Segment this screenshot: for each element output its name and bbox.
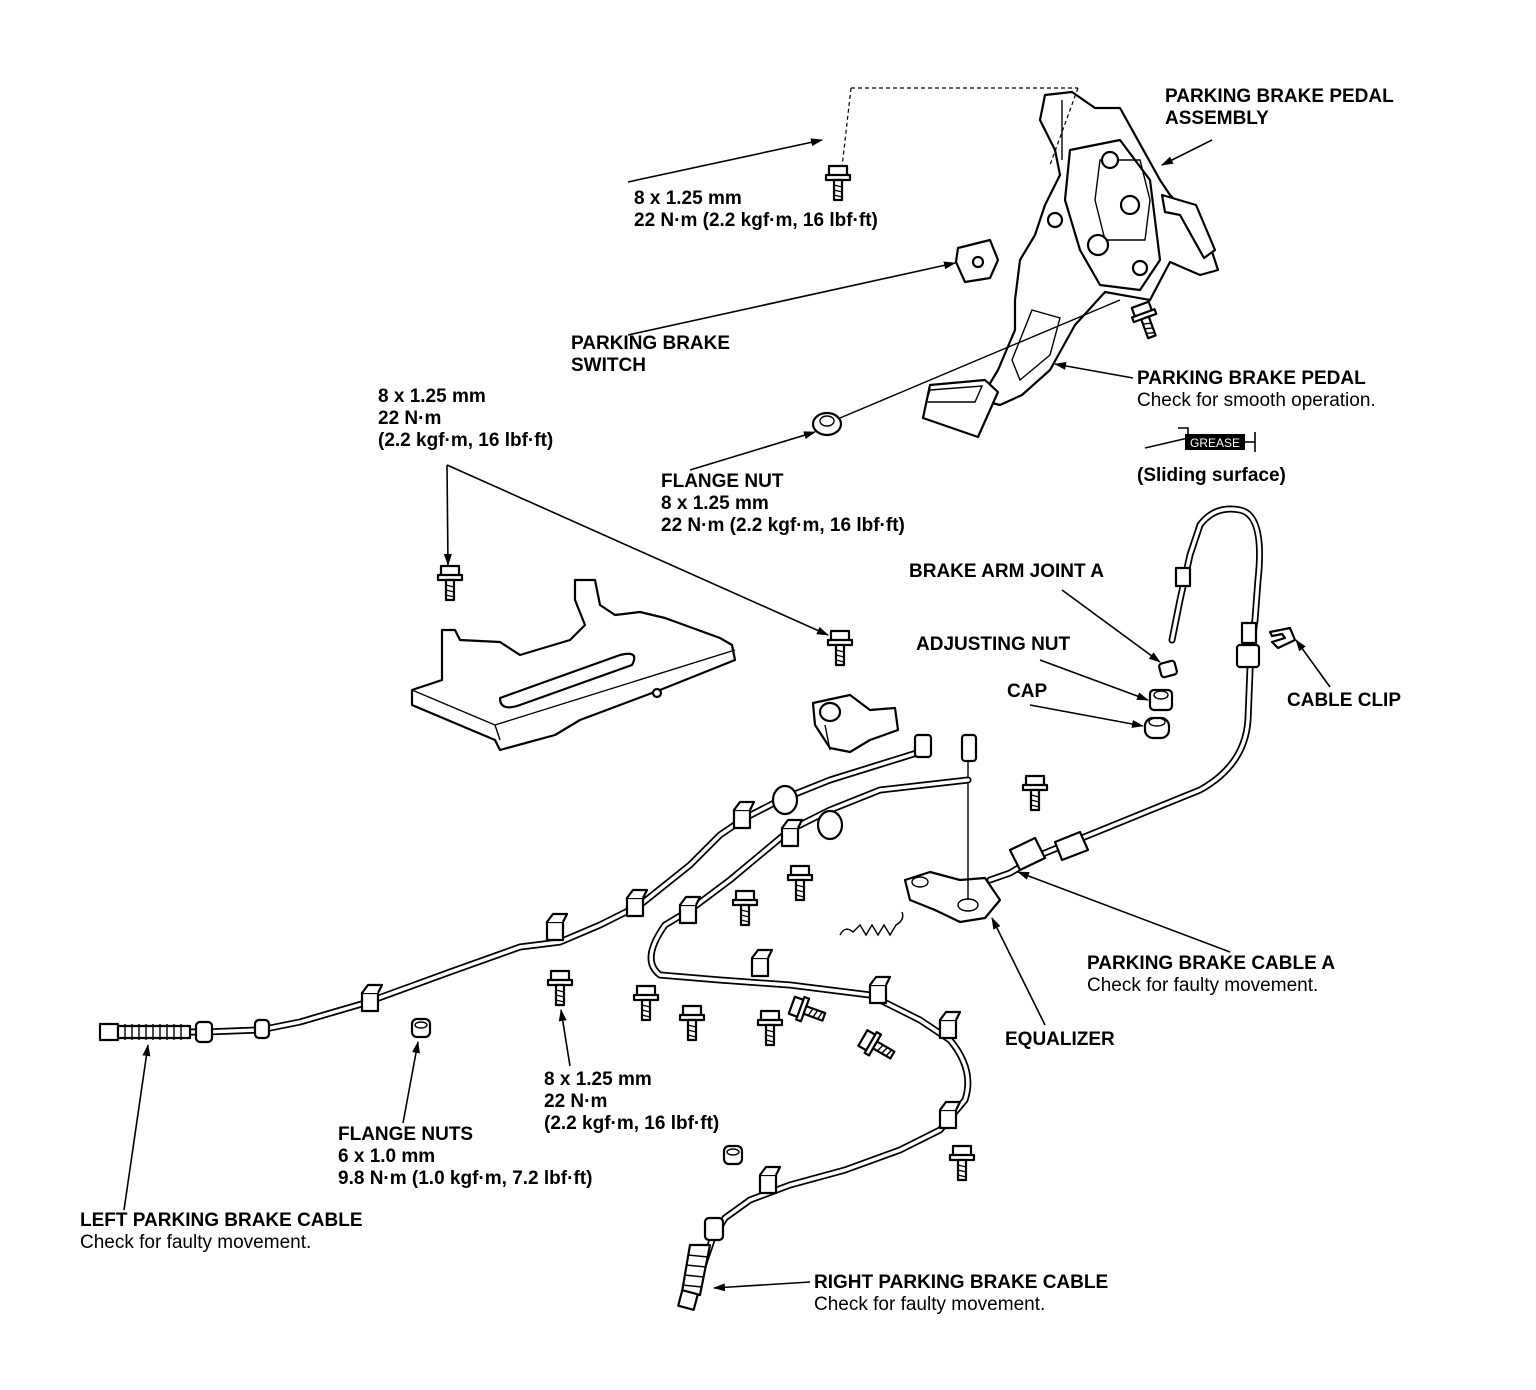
pedal-label: PARKING BRAKE PEDAL Check for smooth ope… — [1137, 368, 1376, 412]
grease-caption: (Sliding surface) — [1137, 465, 1286, 487]
cable-bolt-spec-label: 8 x 1.25 mm 22 N·m (2.2 kgf·m, 16 lbf·ft… — [544, 1069, 719, 1135]
switch-label-line1: PARKING BRAKE — [571, 333, 731, 354]
grease-caption-text: (Sliding surface) — [1137, 465, 1286, 486]
return-spring-drawing — [839, 911, 904, 937]
cable-a-label: PARKING BRAKE CABLE A Check for faulty m… — [1087, 953, 1335, 997]
cable-bolt-1-icon — [786, 864, 814, 902]
top-bolt-torque: 22 N·m (2.2 kgf·m, 16 lbf·ft) — [634, 210, 878, 231]
pedal-flange-nut-title: FLANGE NUT — [661, 471, 784, 492]
grease-symbol-text: GREASE — [1190, 436, 1240, 450]
pedal-assembly-label-line1: PARKING BRAKE PEDAL — [1165, 86, 1394, 107]
adjusting-nut-title: ADJUSTING NUT — [916, 634, 1071, 655]
cable-clip-drawing — [1268, 626, 1297, 650]
equalizer-label: EQUALIZER — [1005, 1029, 1115, 1051]
plate-bolt-spec-label: 8 x 1.25 mm 22 N·m (2.2 kgf·m, 16 lbf·ft… — [378, 386, 553, 452]
pedal-flange-nut-drawing — [811, 411, 843, 437]
left-flange-nut-icon — [410, 1017, 432, 1039]
left-cable-title: LEFT PARKING BRAKE CABLE — [80, 1210, 363, 1231]
plate-left-bolt-icon — [436, 564, 464, 602]
cable-guide-block-drawing — [811, 693, 900, 754]
right-cable-note: Check for faulty movement. — [814, 1294, 1046, 1315]
cable-bolt-2-icon — [731, 889, 759, 927]
cable-a-mount-bolt-icon — [1021, 774, 1049, 812]
grease-symbol — [1144, 427, 1256, 452]
plate-bolt-torque-alt: (2.2 kgf·m, 16 lbf·ft) — [378, 430, 554, 451]
flange-nuts-torque: 9.8 N·m (1.0 kgf·m, 7.2 lbf·ft) — [338, 1168, 593, 1189]
cable-bolt-5-icon — [678, 1004, 706, 1042]
right-cable-label: RIGHT PARKING BRAKE CABLE Check for faul… — [814, 1272, 1108, 1316]
flange-nuts-label: FLANGE NUTS 6 x 1.0 mm 9.8 N·m (1.0 kgf·… — [338, 1124, 592, 1190]
right-parking-brake-cable-drawing — [647, 776, 972, 1311]
right-flange-nut-icon — [722, 1144, 744, 1166]
pedal-side-bolt-icon — [1127, 299, 1165, 342]
cable-bolt-size: 8 x 1.25 mm — [544, 1069, 652, 1090]
left-parking-brake-cable-drawing — [98, 733, 933, 1044]
cable-bolt-9-icon — [948, 1144, 976, 1182]
cable-clip-title: CABLE CLIP — [1287, 690, 1401, 711]
cable-bolt-8-icon — [855, 1026, 900, 1067]
pedal-assembly-drawing — [921, 90, 1220, 439]
top-bolt-spec-label: 8 x 1.25 mm 22 N·m (2.2 kgf·m, 16 lbf·ft… — [634, 188, 878, 232]
pedal-flange-nut-label: FLANGE NUT 8 x 1.25 mm 22 N·m (2.2 kgf·m… — [661, 471, 905, 537]
cable-guide-plate-drawing — [410, 578, 737, 752]
brake-arm-joint-title: BRAKE ARM JOINT A — [909, 561, 1104, 582]
pedal-assembly-label-line2: ASSEMBLY — [1165, 108, 1269, 129]
cable-bolt-6-icon — [756, 1009, 784, 1047]
pedal-label-title: PARKING BRAKE PEDAL — [1137, 368, 1366, 389]
adjusting-nut-label: ADJUSTING NUT — [916, 634, 1070, 656]
cap-label: CAP — [1007, 681, 1047, 703]
left-cable-note: Check for faulty movement. — [80, 1232, 312, 1253]
flange-nuts-size: 6 x 1.0 mm — [338, 1146, 436, 1167]
pedal-assembly-label: PARKING BRAKE PEDAL ASSEMBLY — [1165, 86, 1394, 130]
switch-label: PARKING BRAKE SWITCH — [571, 333, 730, 377]
parking-brake-switch-drawing — [954, 238, 1000, 284]
cable-bolt-torque: 22 N·m — [544, 1091, 608, 1112]
top-bolt-size: 8 x 1.25 mm — [634, 188, 742, 209]
brake-arm-joint-a-drawing — [1158, 659, 1178, 679]
cable-a-title: PARKING BRAKE CABLE A — [1087, 953, 1336, 974]
plate-bolt-size: 8 x 1.25 mm — [378, 386, 486, 407]
switch-label-line2: SWITCH — [571, 355, 646, 376]
adjusting-nut-drawing — [1148, 688, 1174, 712]
plate-right-bolt-icon — [826, 629, 854, 667]
parking-brake-cable-a-drawing — [986, 505, 1264, 884]
cable-bolt-torque-alt: (2.2 kgf·m, 16 lbf·ft) — [544, 1113, 720, 1134]
equalizer-drawing — [903, 733, 1002, 924]
cable-bolt-4-icon — [632, 984, 660, 1022]
brake-arm-joint-label: BRAKE ARM JOINT A — [909, 561, 1104, 583]
cable-clip-label: CABLE CLIP — [1287, 690, 1401, 712]
cable-bolt-3-icon — [546, 969, 574, 1007]
pedal-flange-nut-torque: 22 N·m (2.2 kgf·m, 16 lbf·ft) — [661, 515, 905, 536]
plate-bolt-torque: 22 N·m — [378, 408, 442, 429]
flange-nuts-title: FLANGE NUTS — [338, 1124, 474, 1145]
right-cable-title: RIGHT PARKING BRAKE CABLE — [814, 1272, 1109, 1293]
pedal-label-note: Check for smooth operation. — [1137, 390, 1376, 411]
leader-lines — [123, 138, 1331, 1292]
cable-a-note: Check for faulty movement. — [1087, 975, 1319, 996]
pedal-flange-nut-size: 8 x 1.25 mm — [661, 493, 769, 514]
cap-title: CAP — [1007, 681, 1048, 702]
equalizer-title: EQUALIZER — [1005, 1029, 1115, 1050]
cap-drawing — [1143, 716, 1171, 740]
left-cable-label: LEFT PARKING BRAKE CABLE Check for fault… — [80, 1210, 363, 1254]
cable-bolt-7-icon — [786, 992, 829, 1030]
